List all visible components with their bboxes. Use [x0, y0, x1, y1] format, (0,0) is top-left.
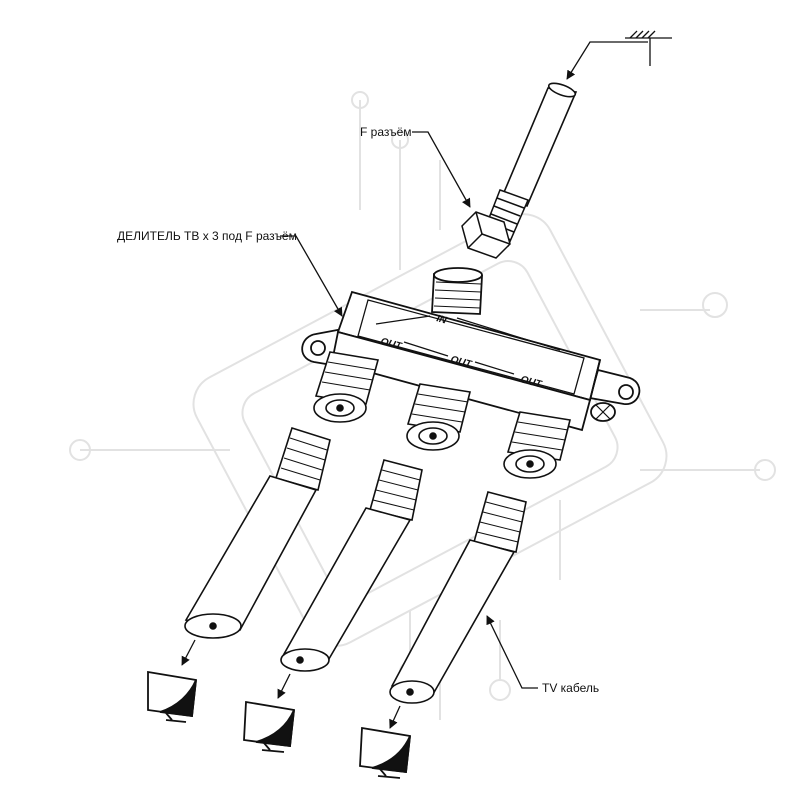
tv-arrow-left	[181, 639, 196, 666]
port-in-label: IN	[435, 313, 448, 326]
output-port-right	[503, 411, 571, 479]
cable-label: TV кабель	[542, 681, 599, 695]
splitter-leader-arrow	[280, 235, 343, 317]
output-cable-right	[389, 491, 527, 704]
tv-icon	[243, 700, 295, 753]
output-port-center	[406, 383, 471, 451]
tv-icon	[147, 670, 197, 723]
cable-leader-arrow	[486, 615, 538, 689]
input-f-connector	[461, 189, 530, 259]
connector-label: F разъём	[360, 125, 412, 139]
tv-arrow-right	[389, 705, 401, 729]
output-port-left	[313, 351, 380, 423]
antenna-leader-arrow	[566, 41, 648, 80]
splitter-label: ДЕЛИТЕЛЬ ТВ x 3 под F разъём	[117, 229, 297, 243]
output-cable-center	[280, 459, 423, 672]
tv-icon	[359, 726, 411, 779]
input-cable	[500, 82, 578, 208]
connector-leader-arrow	[412, 131, 471, 208]
output-cable-left	[184, 426, 331, 639]
tv-arrow-center	[277, 673, 291, 699]
antenna-icon	[625, 30, 672, 66]
